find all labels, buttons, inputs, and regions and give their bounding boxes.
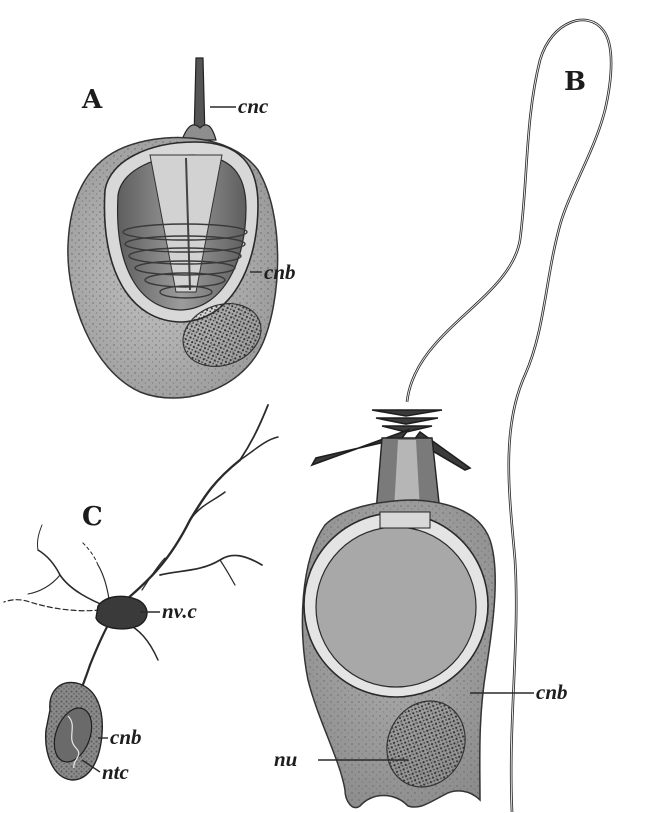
label-cnb-b: cnb bbox=[536, 680, 568, 704]
panel-a-letter: A bbox=[81, 85, 103, 115]
panel-b: B cnb nu bbox=[274, 20, 611, 812]
panel-a: A cnc cnb bbox=[68, 58, 296, 398]
panel-b-letter: B bbox=[564, 67, 586, 97]
panel-c-nerve-processes bbox=[4, 405, 278, 698]
label-cnb-a: cnb bbox=[264, 260, 296, 284]
label-nu: nu bbox=[274, 747, 297, 771]
label-ntc: ntc bbox=[102, 760, 130, 784]
panel-b-capsule-neck bbox=[380, 512, 430, 528]
label-nvc: nv.c bbox=[162, 599, 197, 623]
label-cnb-c: cnb bbox=[110, 725, 142, 749]
label-cnc: cnc bbox=[238, 94, 269, 118]
panel-b-capsule-inner bbox=[316, 527, 476, 687]
panel-c: C nv.c cnb bbox=[4, 405, 278, 784]
panel-c-nerve-cell-body bbox=[96, 596, 147, 628]
panel-c-letter: C bbox=[82, 502, 103, 532]
